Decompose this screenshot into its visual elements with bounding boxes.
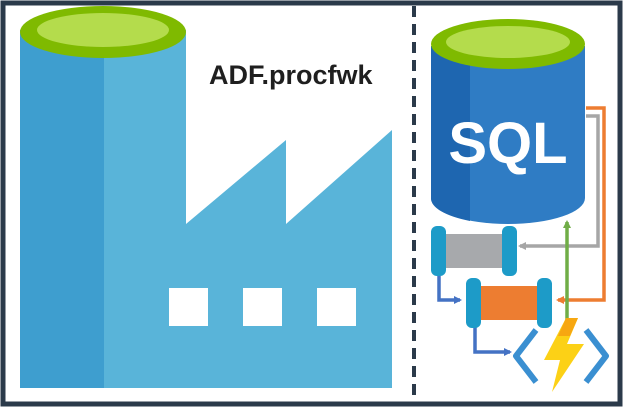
pipeline-body-orange xyxy=(473,286,547,320)
pipeline-activity-icon xyxy=(466,278,552,328)
lightning-bolt-shade xyxy=(558,318,578,336)
factory-window xyxy=(317,288,356,326)
connector-arrow-blue xyxy=(437,276,462,304)
data-factory-icon xyxy=(20,6,392,388)
factory-lid-inner xyxy=(37,13,169,47)
factory-body xyxy=(20,30,392,388)
pipeline-cap xyxy=(431,226,446,276)
pipeline-activity-icon xyxy=(431,226,517,276)
factory-window xyxy=(243,288,282,326)
pipeline-cap xyxy=(537,278,552,328)
factory-shade xyxy=(20,30,104,388)
connector-arrow-orange xyxy=(556,106,606,304)
connector-arrow-grey xyxy=(518,114,600,250)
sql-label: SQL xyxy=(448,111,567,176)
app-title: ADF.procfwk xyxy=(209,60,374,90)
sql-database-icon: SQL xyxy=(430,19,585,224)
pipeline-body-grey xyxy=(438,234,512,268)
database-shade xyxy=(430,46,470,221)
lightning-bolt-icon xyxy=(544,318,584,392)
pipeline-cap xyxy=(466,278,481,328)
function-bracket-left xyxy=(513,328,539,384)
factory-window xyxy=(169,288,208,326)
pipeline-cap xyxy=(502,226,517,276)
database-lid-inner xyxy=(446,26,570,58)
azure-function-icon xyxy=(513,318,609,392)
function-bracket-right xyxy=(583,328,609,384)
connector-arrow-blue xyxy=(473,326,512,356)
